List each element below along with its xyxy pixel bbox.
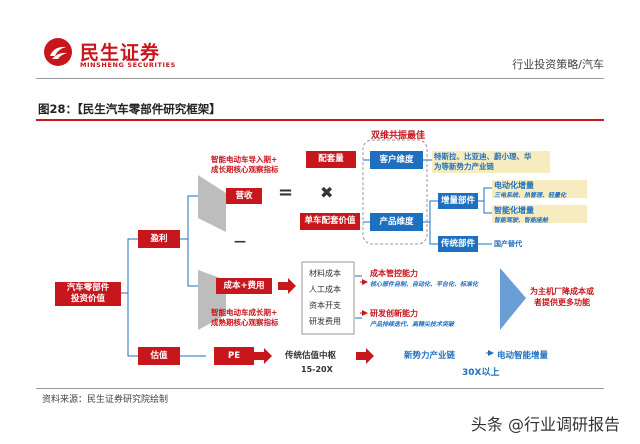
cost-fee-node: 成本+费用 — [216, 278, 272, 294]
electrification-label: 电动化增量 — [494, 181, 534, 190]
report-category: 行业投资策略/汽车 — [512, 58, 604, 71]
root-node: 汽车零部件 投资价值 — [55, 282, 121, 306]
traditional-parts-node: 传统部件 — [438, 236, 478, 252]
customers-text: 特斯拉、比亚迪、蔚小理、华 为等新势力产业链 — [434, 152, 532, 172]
rd-innovation-sub: 产品持续迭代、高精尖技术突破 — [370, 321, 455, 328]
ev-smart-increment: 电动智能增量 — [497, 351, 549, 361]
domestic-substitution: 国产替代 — [494, 240, 522, 248]
cost-item-4: 研发费用 — [309, 317, 341, 326]
incremental-parts-node: 增量部件 — [438, 193, 478, 209]
equals-sign: = — [278, 182, 294, 203]
source-divider — [36, 388, 604, 389]
unit-value-node: 单车配套价值 — [300, 213, 360, 230]
watermark: 头条 @行业调研报告 — [470, 415, 620, 434]
root-label: 汽车零部件 投资价值 — [66, 283, 110, 304]
figure-title-rule — [36, 119, 604, 121]
minus-sign: — — [234, 234, 246, 248]
customer-dimension-node: 客户维度 — [370, 151, 423, 169]
traditional-range: 15-20X — [301, 365, 333, 374]
premium-valuation: 30X以上 — [462, 368, 500, 378]
brand-logo-icon — [44, 38, 72, 66]
cost-control-sub: 核心部件自制、自动化、平台化、标准化 — [370, 281, 479, 288]
intelligence-label: 智能化增量 — [494, 206, 534, 215]
cost-item-1: 材料成本 — [309, 269, 341, 278]
intelligence-highlight — [492, 205, 587, 223]
times-sign: ✖ — [320, 183, 334, 202]
cost-note: 智能电动车成长期+ 成熟期核心观察指标 — [211, 308, 279, 327]
oem-benefit: 为主机厂降成本或 者提供更多功能 — [530, 287, 594, 308]
intelligence-sub: 智能驾驶、智能座舱 — [494, 217, 549, 224]
figure-title: 图28：【民生汽车零部件研究框架】 — [38, 102, 221, 116]
pe-node: PE — [214, 347, 254, 365]
new-force-chain: 新势力产业链 — [404, 351, 456, 361]
source-note: 资料来源：民生证券研究院绘制 — [42, 395, 169, 405]
rd-innovation-label: 研发创新能力 — [370, 309, 418, 318]
cost-item-3: 资本开支 — [309, 301, 341, 310]
electrification-sub: 三电系统、热管理、轻量化 — [494, 192, 567, 199]
profit-node: 盈利 — [138, 230, 180, 248]
header-divider — [36, 78, 604, 79]
revenue-node: 营收 — [226, 188, 262, 204]
brand-name: 民生证券 — [80, 42, 161, 64]
product-dimension-node: 产品维度 — [370, 213, 423, 231]
revenue-note: 智能电动车导入期+ 成长期核心观察指标 — [211, 155, 279, 174]
electrification-highlight — [492, 180, 587, 198]
valuation-node: 估值 — [138, 347, 180, 365]
support-amount-node: 配套量 — [306, 151, 356, 168]
cost-control-label: 成本管控能力 — [370, 269, 418, 278]
brand-name-en: MINSHENG SECURITIES — [80, 61, 176, 69]
dual-driver-label: 双维共振最佳 — [371, 131, 426, 141]
customers-highlight — [432, 151, 550, 173]
traditional-valuation: 传统估值中枢 — [285, 351, 337, 361]
cost-item-2: 人工成本 — [309, 285, 341, 294]
